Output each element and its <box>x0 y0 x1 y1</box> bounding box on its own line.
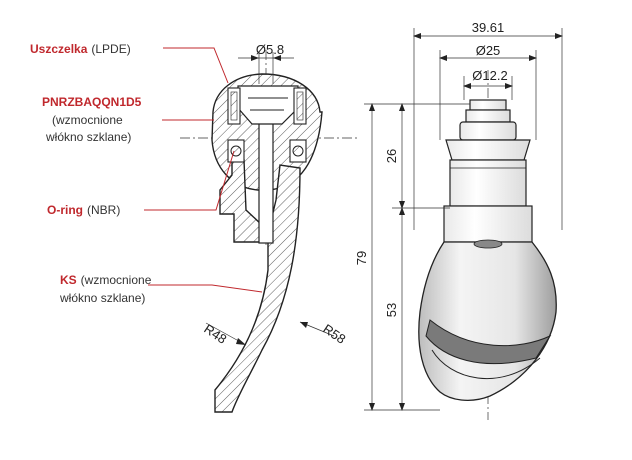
seal-note: (LPDE) <box>91 42 130 56</box>
callout-body: PNRZBAQQN1D5 (wzmocnione włókno szklane) <box>42 95 214 144</box>
tip-ring-2 <box>465 109 511 123</box>
tip-collar <box>459 121 517 141</box>
callout-ks: KS (wzmocnione włókno szklane) <box>59 273 263 305</box>
d25-dim-text: Ø25 <box>476 43 501 58</box>
callout-oring: O-ring (NBR) <box>47 150 235 217</box>
bore-channel <box>258 107 274 244</box>
oring-right <box>292 145 304 157</box>
ks-label: KS <box>60 273 77 287</box>
svg-text:O-ring(NBR): O-ring (NBR) <box>47 203 120 217</box>
ks-note-1: (wzmocnione <box>81 273 152 287</box>
oring-label: O-ring <box>47 203 83 217</box>
outlet-section <box>214 159 301 413</box>
seal-leader <box>163 47 229 84</box>
body-label: PNRZBAQQN1D5 <box>42 95 142 109</box>
outlet-slot <box>425 319 552 365</box>
r58-text: R58 <box>320 321 348 347</box>
outlet-hole <box>473 239 503 249</box>
tip-cone <box>445 139 531 161</box>
svg-text:Uszczelka(LPDE): Uszczelka(LPDE) <box>30 42 131 56</box>
h79-dim-text: 79 <box>354 251 369 265</box>
callout-seal: Uszczelka(LPDE) <box>30 42 229 84</box>
oring-note: (NBR) <box>87 203 120 217</box>
external-view: 39.61 Ø25 Ø12.2 79 26 53 <box>354 20 563 420</box>
body-shoulder <box>443 205 533 243</box>
d12-dim-text: Ø12.2 <box>472 68 507 83</box>
body-note-1: (wzmocnione <box>52 113 123 127</box>
r48-text: R48 <box>201 321 229 347</box>
svg-text:KS(wzmocnione: KS (wzmocnione <box>60 273 152 287</box>
ks-leader <box>148 284 263 293</box>
tip-ring-1 <box>469 99 507 111</box>
h53-dim-text: 53 <box>384 303 399 317</box>
seal-label: Uszczelka <box>30 42 88 56</box>
h26-dim-text: 26 <box>384 149 399 163</box>
width-dim-text: 39.61 <box>472 20 505 35</box>
body-note-2: włókno szklane) <box>45 130 131 144</box>
section-view: Ø5.8 R48 R58 <box>180 42 360 413</box>
oring-leader <box>144 150 235 211</box>
ks-note-2: włókno szklane) <box>59 291 145 305</box>
body-cylinder <box>449 159 527 207</box>
bore-dim-text: Ø5.8 <box>256 42 284 57</box>
outlet-body <box>418 241 557 402</box>
